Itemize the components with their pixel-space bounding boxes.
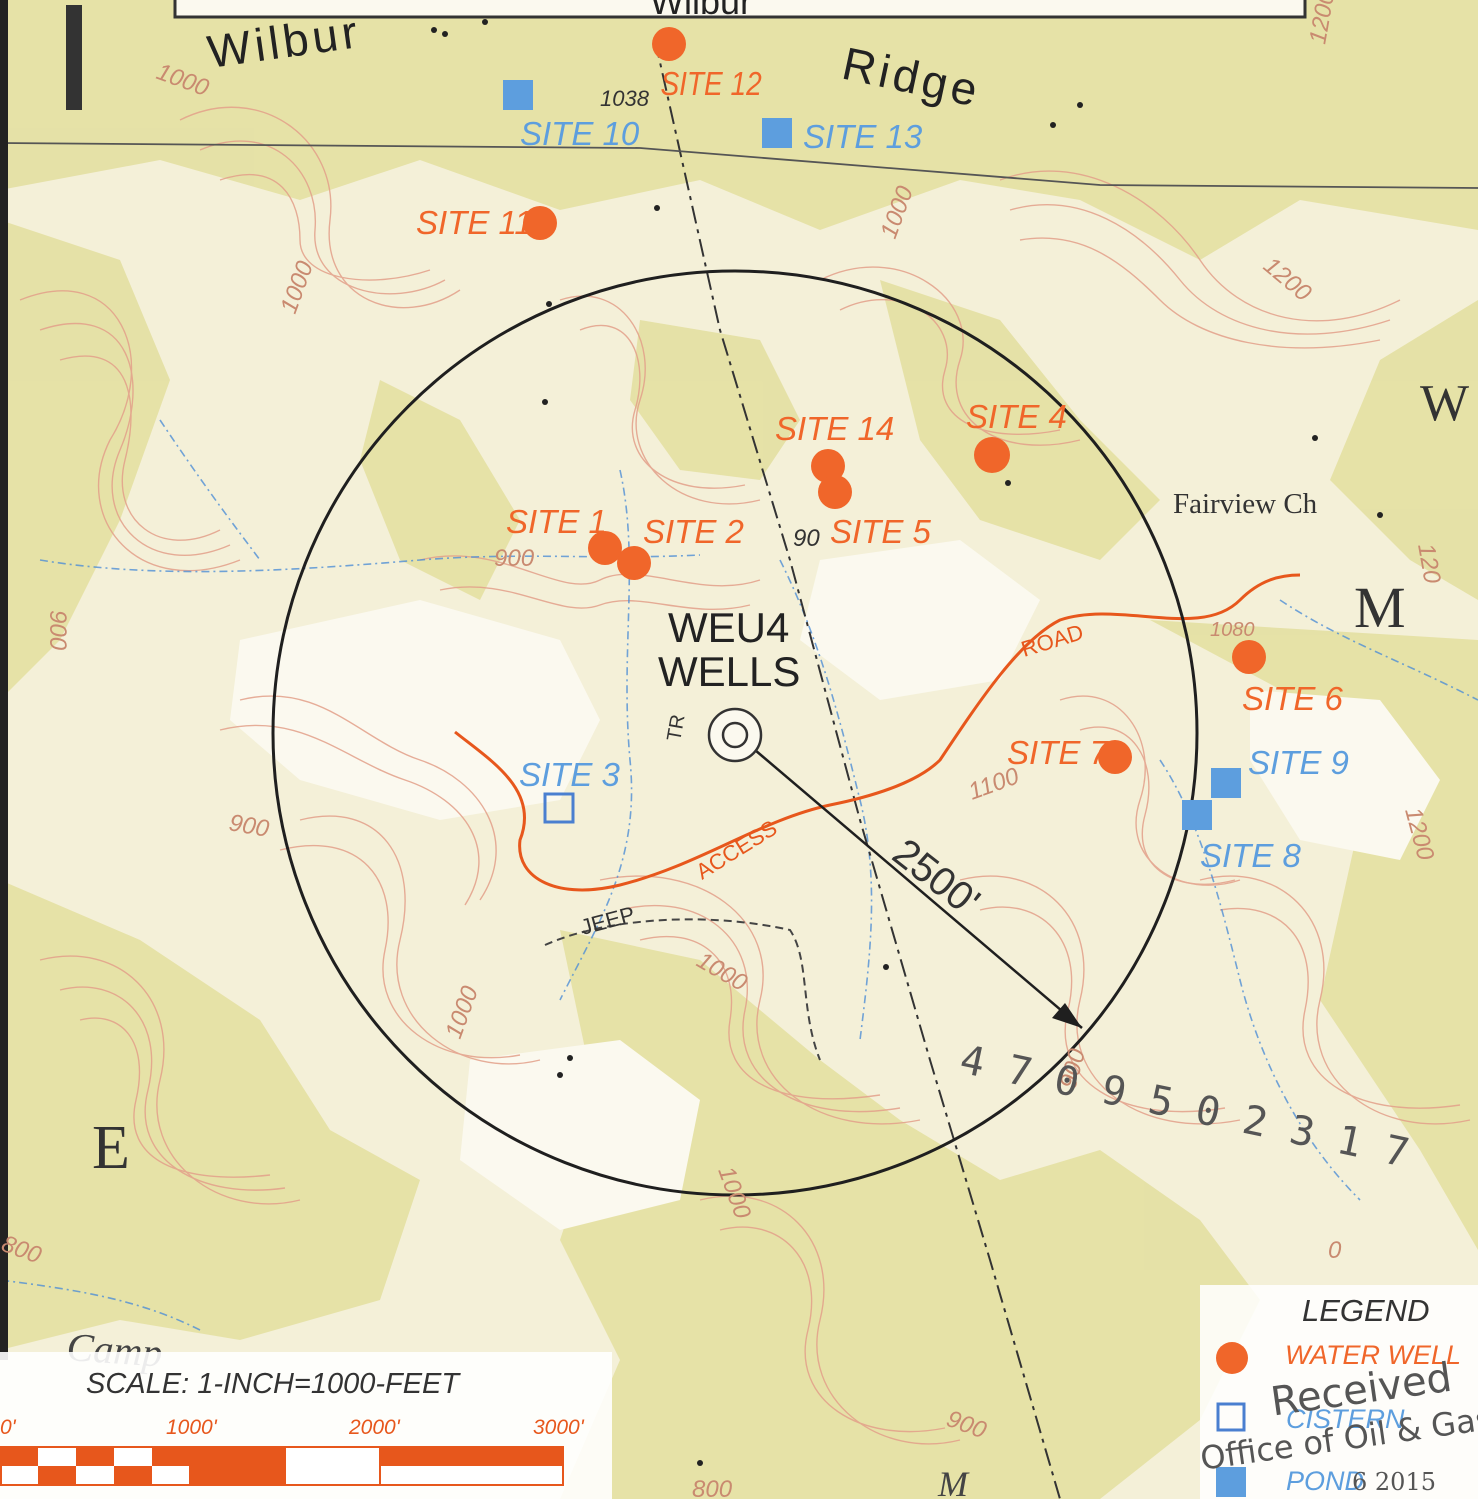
place-w: W [1420,375,1469,432]
site-8-pond [1182,800,1212,830]
legend-pond-label: POND [1286,1466,1365,1496]
scale-bar [0,1446,564,1486]
power-line [654,39,1061,1499]
access-road [454,573,1301,892]
site-11-label: SITE 11 [416,204,533,241]
place-fairview: Fairview Ch [1173,488,1318,520]
cleared-areas [230,540,1440,1230]
map-marker-bar [66,5,82,110]
site-12-label: SITE 12 [660,66,761,103]
site-12-well [652,27,686,61]
legend-title: LEGEND [1302,1293,1430,1328]
place-m: M [1354,575,1406,640]
site-13-pond [762,118,792,148]
contour-label: 90 [793,525,820,552]
legend-cistern-icon [1216,1402,1246,1432]
site-5-label: SITE 5 [830,513,932,550]
legend-pond-icon [1216,1467,1246,1497]
contour-label: 1038 [600,86,650,111]
site-3-cistern [543,792,575,824]
legend-water-well-icon [1216,1342,1248,1374]
site-6-label: SITE 6 [1242,680,1344,717]
map-border-left [0,0,8,1360]
site-14-well [811,449,845,483]
site-5-well [818,475,852,509]
legend-cistern-label: CISTERN [1286,1404,1405,1434]
contour-label: 1080 [1210,619,1255,641]
site-8-label: SITE 8 [1200,837,1302,874]
site-10-label: SITE 10 [520,115,640,152]
site-1-well [588,531,622,565]
township-line [0,142,1478,189]
scale-title: SCALE: 1-INCH=1000-FEET [86,1368,460,1400]
site-labels: SITE 12 SITE 10 SITE 13 SITE 11 SITE 14 … [416,66,1349,874]
legend-water-well-label: WATER WELL [1285,1340,1462,1370]
site-11-well [523,206,557,240]
site-9-label: SITE 9 [1248,744,1349,781]
water-well-markers [523,27,1266,774]
contour-lines [19,106,1471,1445]
place-wilbur-top: Wilbur [650,0,752,22]
site-1-label: SITE 1 [506,503,607,540]
site-3-label: SITE 3 [519,756,621,793]
jeep-trail [544,918,821,1061]
site-7-well [1098,740,1132,774]
contour-label: 900 [494,545,535,572]
site-7-label: SITE 7 [1007,734,1110,771]
date-stamp-text: 6 2015 [1352,1468,1436,1496]
legend-panel [1200,1285,1478,1499]
scale-tick-3000: 3000' [533,1416,584,1439]
contour-label: 900 [44,610,71,651]
place-e: E [92,1114,130,1182]
scale-tick-0: 0' [0,1416,16,1439]
site-9-pond [1211,768,1241,798]
site-4-label: SITE 4 [966,398,1067,435]
site-4-well [974,437,1010,473]
radius-circle [271,269,1199,1197]
contour-label: 0 [1328,1237,1342,1264]
place-m-bottom: M [937,1464,970,1499]
site-10-pond [503,80,533,110]
radius-arrowhead [1052,1003,1082,1028]
center-label-line2: WELLS [658,648,800,695]
center-label-line1: WEU4 [668,604,789,651]
scale-tick-1000: 1000' [166,1416,217,1439]
scale-tick-2000: 2000' [349,1416,400,1439]
top-title-box [173,0,1307,19]
center-well-symbol [707,707,763,763]
radius-arrow-line [754,749,1083,1029]
site-2-well [617,546,651,580]
center-well-inner [721,721,749,749]
contour-label: 800 [692,1476,733,1499]
trail-label: TR [663,713,689,743]
site-6-well [1232,640,1266,674]
building-dots [431,19,1383,1466]
site-14-label: SITE 14 [775,410,894,447]
site-13-label: SITE 13 [803,118,923,155]
site-2-label: SITE 2 [643,513,744,550]
pond-markers [503,80,1241,830]
